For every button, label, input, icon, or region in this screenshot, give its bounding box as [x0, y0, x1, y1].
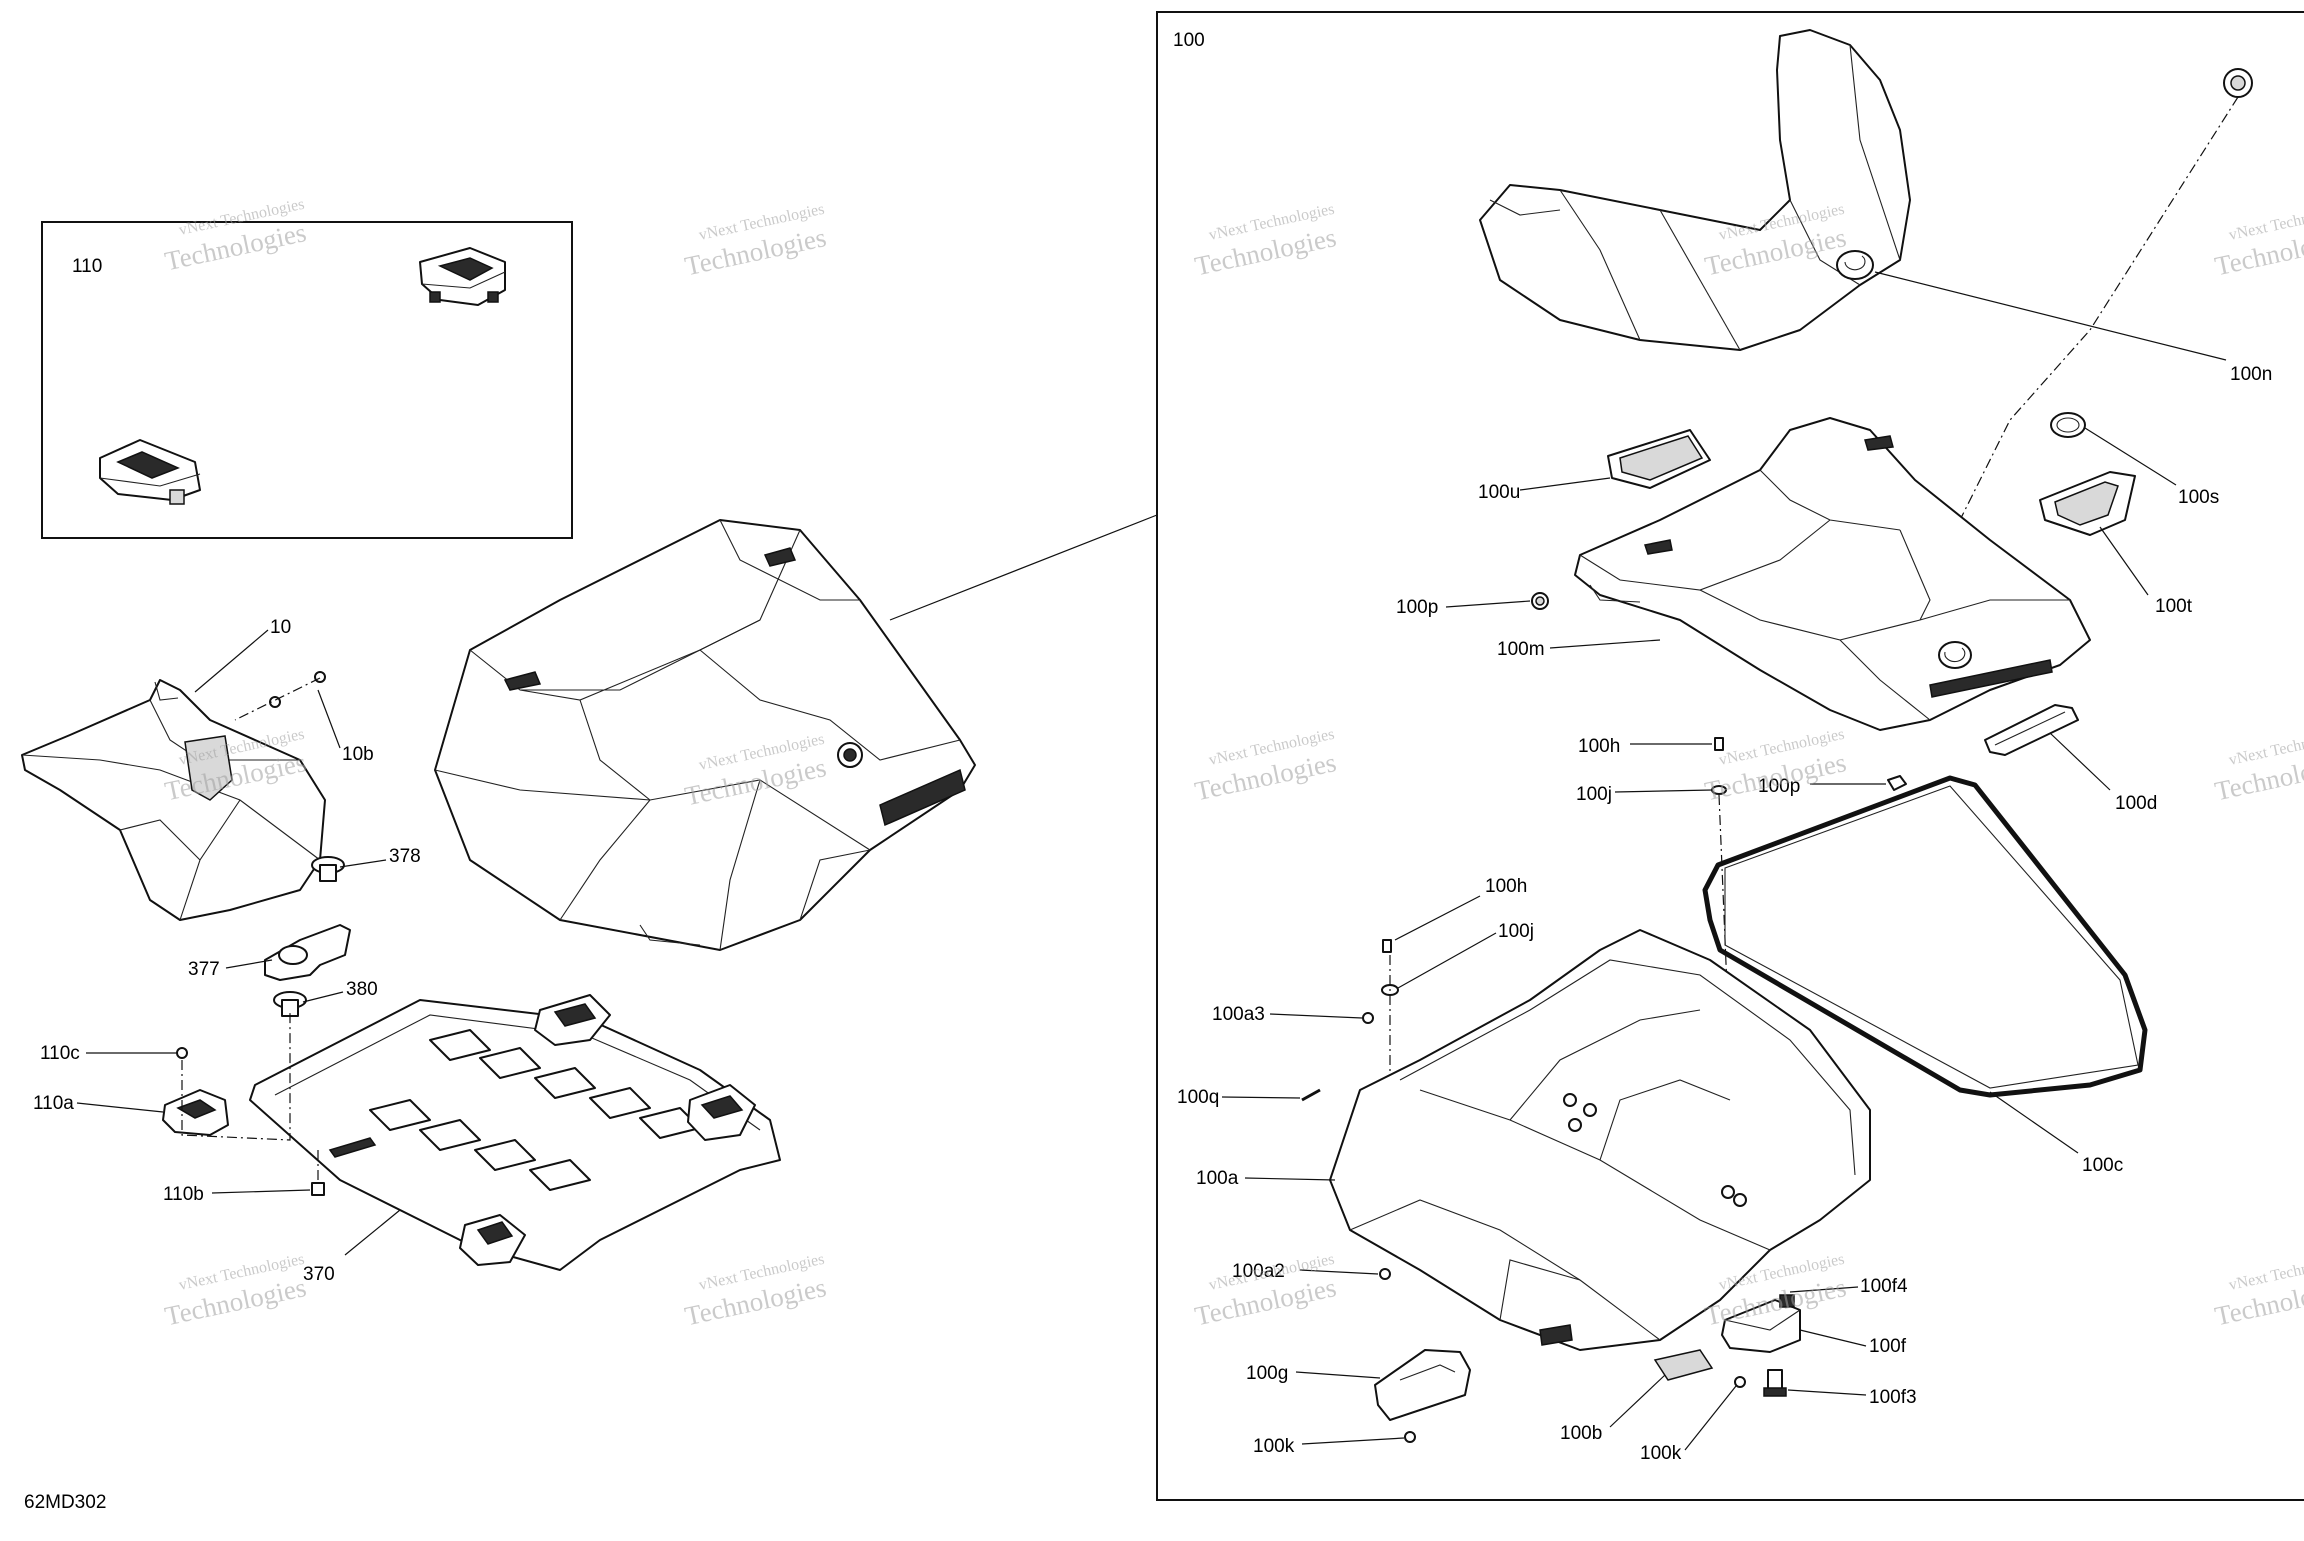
callout-380: 380	[346, 979, 378, 1000]
callout-100f: 100f	[1869, 1336, 1907, 1357]
callout-10b: 10b	[342, 744, 374, 765]
nut-100p-upper	[1531, 592, 1549, 610]
nut-100k-right	[1734, 1376, 1746, 1388]
callout-100p-upper: 100p	[1396, 597, 1438, 618]
nut-100p-lower	[1887, 775, 1907, 791]
callout-100h-lower: 100h	[1485, 876, 1527, 897]
callout-100a: 100a	[1196, 1168, 1239, 1189]
callout-100a2: 100a2	[1232, 1261, 1285, 1282]
callout-100q: 100q	[1177, 1087, 1219, 1108]
rivet-100a3	[1362, 1012, 1374, 1024]
callout-370: 370	[303, 1264, 335, 1285]
reflector-100t	[2039, 471, 2136, 536]
callout-100h-upper: 100h	[1578, 736, 1620, 757]
inset-handle-lower	[99, 439, 201, 505]
callout-110c: 110c	[40, 1043, 80, 1064]
grommet-380	[273, 991, 307, 1017]
dash-line-110	[181, 1010, 291, 1141]
dash-line-emblem	[1959, 96, 2239, 521]
callout-110b: 110b	[163, 1184, 204, 1205]
inset-box-110	[41, 221, 573, 539]
watermark: vNext Technologies Technologies	[162, 1251, 309, 1332]
callout-100p-lower: 100p	[1758, 776, 1800, 797]
grommet-378	[311, 856, 345, 882]
callout-100b: 100b	[1560, 1423, 1602, 1444]
callout-100a3: 100a3	[1212, 1004, 1265, 1025]
watermark: vNext Technologies Technologies	[1192, 726, 1339, 807]
ring-100s	[2050, 412, 2086, 438]
screw-100h-lower	[1382, 939, 1392, 953]
watermark: vNext Technologies Technologies	[2212, 201, 2304, 282]
watermark: vNext Technologies Technologies	[162, 196, 309, 277]
decal-100u	[1607, 429, 1711, 489]
figure-code: 62MD302	[24, 1492, 106, 1513]
watermark: vNext Technologies Technologies	[1192, 201, 1339, 282]
callout-100k-left: 100k	[1253, 1436, 1295, 1457]
bracket-377	[264, 924, 351, 981]
screw-100h-upper	[1714, 737, 1724, 751]
leader-lines	[76, 271, 2227, 1451]
callout-100t: 100t	[2155, 596, 2193, 617]
dash-line-10b	[234, 677, 321, 721]
inset-box-100	[1156, 11, 2304, 1501]
callout-100f4: 100f4	[1860, 1276, 1908, 1297]
callout-377: 377	[188, 959, 220, 980]
inset-box-100-label: 100	[1173, 30, 1205, 51]
watermark: vNext Technologies Technologies	[2212, 1251, 2304, 1332]
lock-100f	[1721, 1294, 1801, 1353]
lid-cover-100n	[1479, 29, 1911, 351]
nut-100k-left	[1404, 1431, 1416, 1443]
handle-110a	[162, 1089, 229, 1136]
screw-110c	[176, 1047, 188, 1059]
rivet-100a2	[1379, 1268, 1391, 1280]
nut-110b	[311, 1182, 325, 1196]
plate-cutouts	[369, 1029, 701, 1191]
callout-100j-lower: 100j	[1498, 921, 1534, 942]
callout-100n: 100n	[2230, 364, 2272, 385]
bracket-100g	[1374, 1349, 1471, 1421]
callout-378: 378	[389, 846, 421, 867]
callout-100c: 100c	[2082, 1155, 2123, 1176]
callout-labels: 10 10b 378 377 380 110c 110a 110b 370 10…	[33, 364, 2272, 1464]
rear-panel-10	[21, 679, 326, 921]
base-100a	[1329, 929, 1871, 1351]
callout-100g: 100g	[1246, 1363, 1288, 1384]
callout-100f3: 100f3	[1869, 1387, 1917, 1408]
callout-110a: 110a	[33, 1093, 74, 1114]
callout-100m: 100m	[1497, 639, 1545, 660]
assembly-connector-line	[889, 514, 1158, 621]
inset-handle-upper	[419, 247, 506, 306]
callout-100u: 100u	[1478, 482, 1520, 503]
pad-100b	[1653, 1349, 1714, 1381]
pin-100q	[1301, 1088, 1321, 1102]
callout-100j-upper: 100j	[1576, 784, 1612, 805]
lid-100m	[1574, 417, 2091, 731]
lock-cylinder-100f3	[1763, 1369, 1787, 1397]
base-plate-370	[249, 994, 781, 1271]
watermark: vNext Technologies Technologies	[682, 201, 829, 282]
latch-strip-100d	[1984, 704, 2079, 756]
callout-100s: 100s	[2178, 487, 2219, 508]
emblem-100n	[2223, 68, 2253, 98]
watermark: vNext Technologies Technologies	[2212, 726, 2304, 807]
callout-10: 10	[270, 617, 291, 638]
top-case-assembled	[434, 519, 976, 951]
callout-100k-right: 100k	[1640, 1443, 1682, 1464]
seal-100c	[1702, 775, 2148, 1098]
callout-100d: 100d	[2115, 793, 2157, 814]
watermark: vNext Technologies Technologies	[682, 1251, 829, 1332]
inset-box-110-label: 110	[72, 256, 102, 277]
